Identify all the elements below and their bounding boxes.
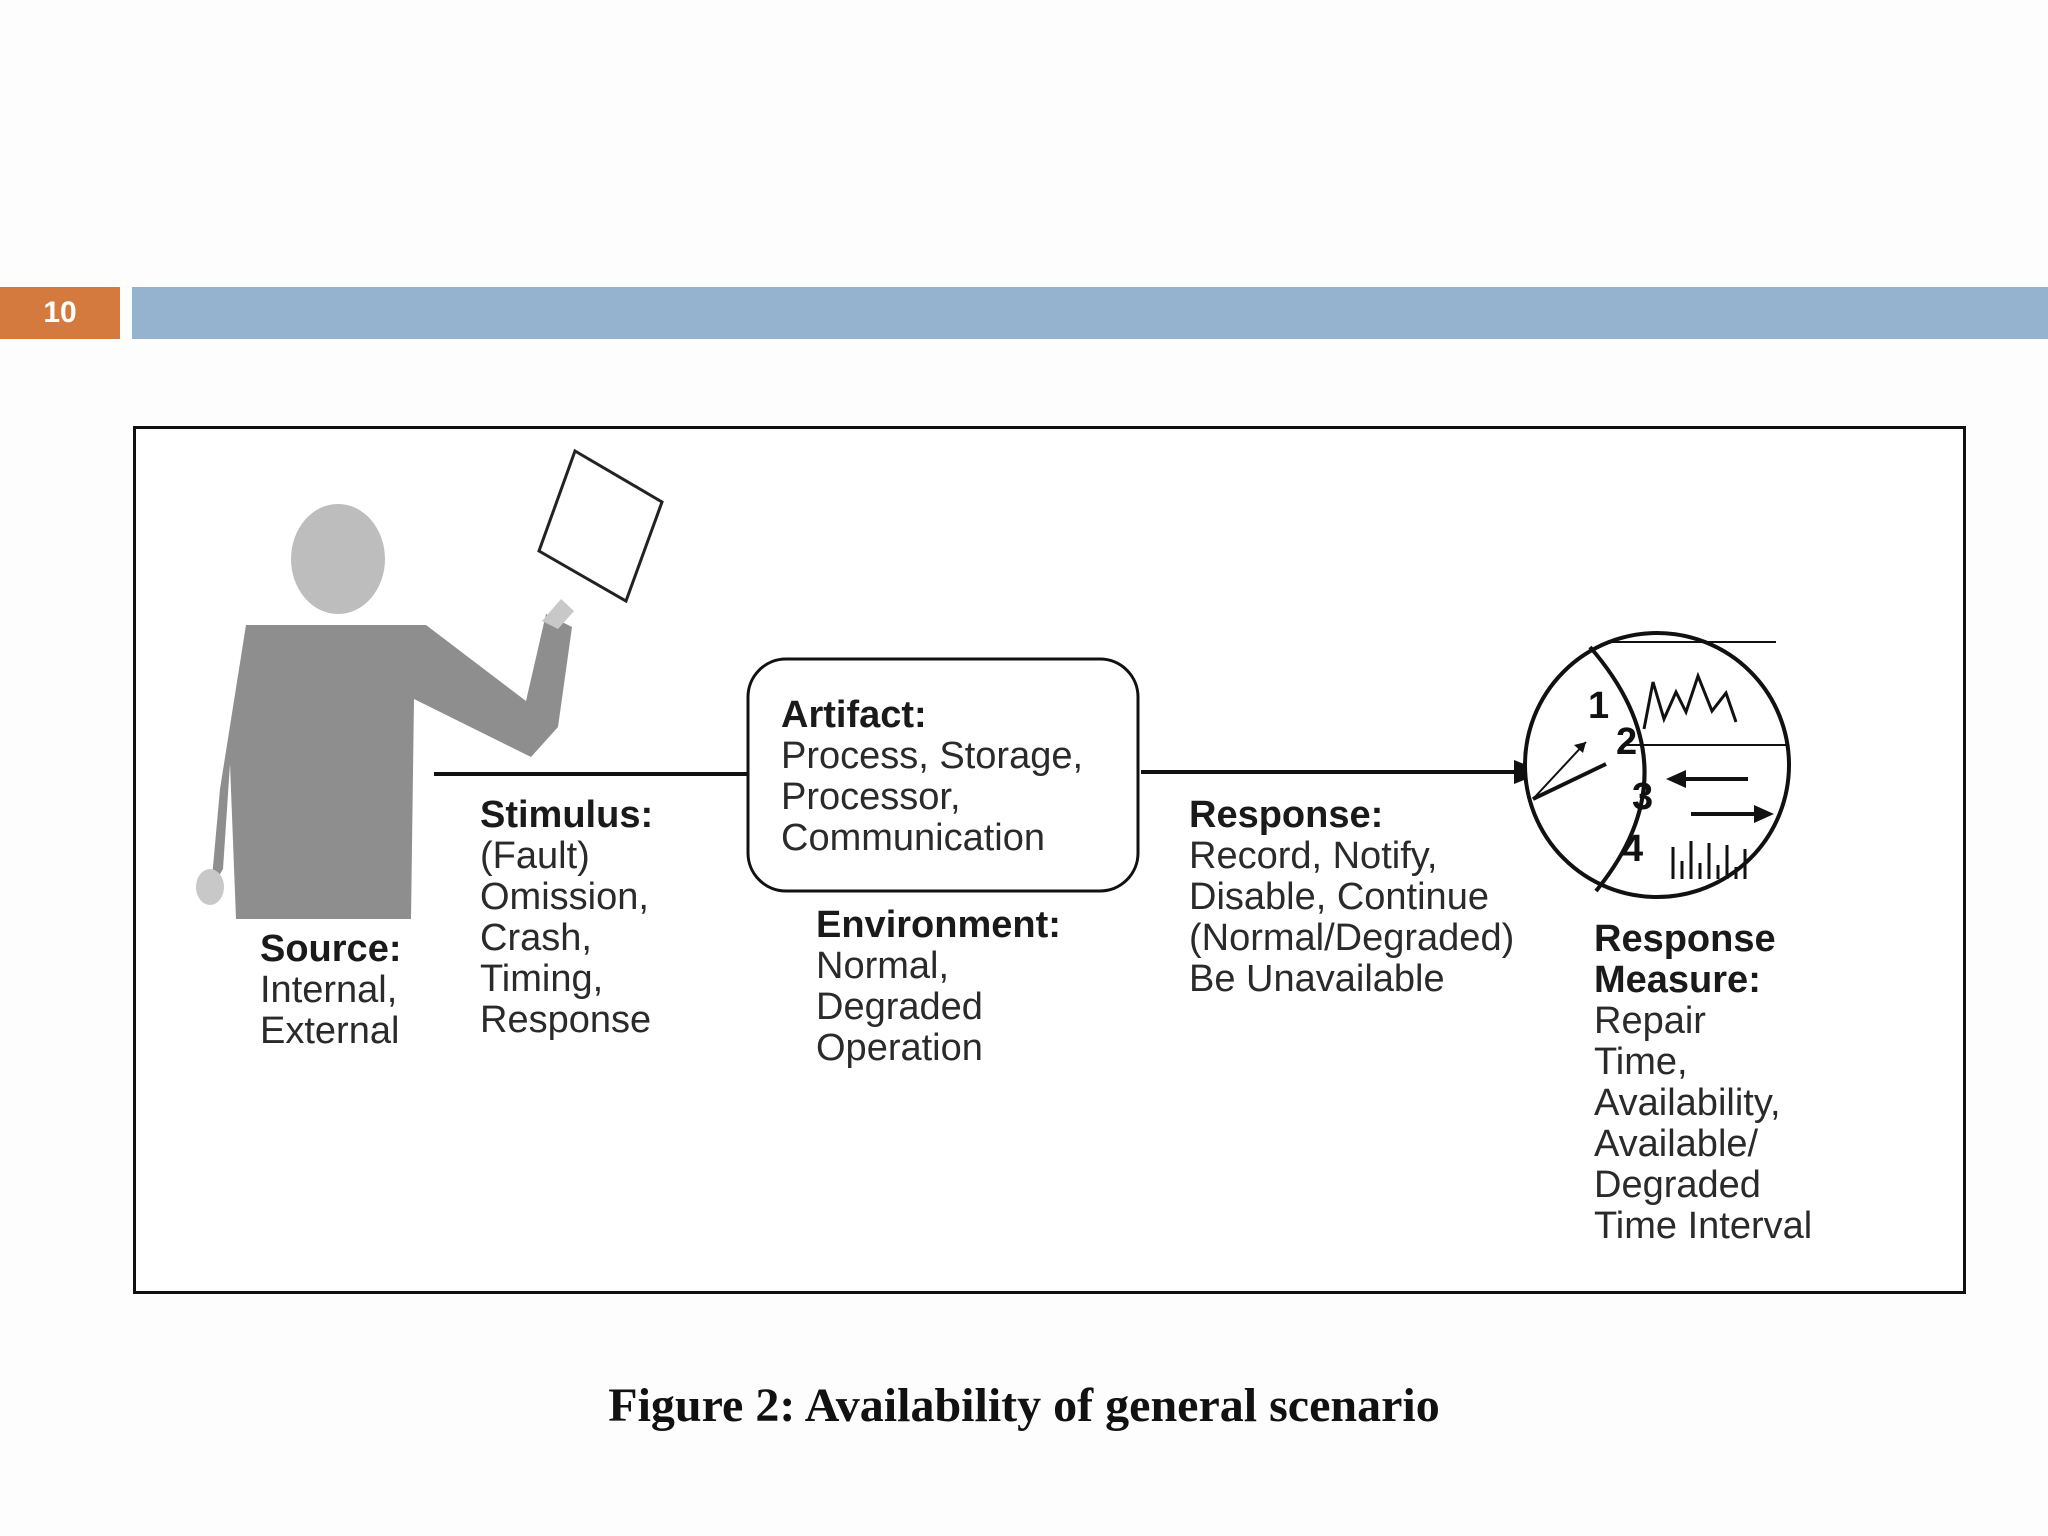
- stimulus-line: Timing,: [480, 958, 604, 1000]
- response-measure-heading-2: Measure:: [1594, 959, 1761, 1001]
- response-arrow: [1141, 760, 1544, 784]
- environment-heading: Environment:: [816, 904, 1061, 946]
- diagram-graphics: 1 2 3 4: [196, 448, 1791, 919]
- artifact-line: Process, Storage,: [781, 735, 1084, 777]
- stimulus-label: Stimulus: (Fault) Omission, Crash, Timin…: [480, 795, 653, 1041]
- artifact-line: Communication: [781, 817, 1045, 859]
- environment-line: Operation: [816, 1027, 983, 1069]
- dial-number-2: 2: [1616, 721, 1637, 763]
- response-line: Disable, Continue: [1189, 876, 1489, 918]
- source-label: Source: Internal, External: [260, 929, 401, 1052]
- environment-label: Environment: Normal, Degraded Operation: [816, 905, 1061, 1069]
- artifact-heading: Artifact:: [781, 694, 927, 736]
- source-heading: Source:: [260, 928, 402, 970]
- stimulus-heading: Stimulus:: [480, 794, 654, 836]
- response-line: Be Unavailable: [1189, 958, 1445, 1000]
- response-measure-line: Repair: [1594, 1000, 1706, 1042]
- artifact-box: [746, 657, 1140, 893]
- response-measure-line: Available/: [1594, 1123, 1759, 1165]
- response-line: (Normal/Degraded): [1189, 917, 1515, 959]
- response-label: Response: Record, Notify, Disable, Conti…: [1189, 795, 1514, 1000]
- figure-caption: Figure 2: Availability of general scenar…: [608, 1379, 1440, 1432]
- measurement-dial-icon: 1 2 3 4: [1523, 631, 1791, 899]
- response-measure-line: Time,: [1594, 1041, 1688, 1083]
- artifact-line: Processor,: [781, 776, 961, 818]
- dial-number-1: 1: [1588, 685, 1609, 727]
- dial-number-4: 4: [1622, 828, 1643, 870]
- source-line: Internal,: [260, 969, 398, 1011]
- environment-line: Normal,: [816, 945, 950, 987]
- source-line: External: [260, 1010, 400, 1052]
- response-measure-line: Time Interval: [1594, 1205, 1813, 1247]
- response-measure-heading: Response: [1594, 918, 1776, 960]
- slide-number: 10: [0, 287, 120, 339]
- response-heading: Response:: [1189, 794, 1384, 836]
- artifact-label: Artifact: Process, Storage, Processor, C…: [781, 695, 1083, 859]
- person-icon: [196, 504, 574, 919]
- dial-number-3: 3: [1632, 776, 1653, 818]
- stimulus-line: Crash,: [480, 917, 592, 959]
- stimulus-line: (Fault): [480, 835, 590, 877]
- response-measure-line: Availability,: [1594, 1082, 1781, 1124]
- diagram-frame: 1 2 3 4 Source: Internal, External Stimu…: [133, 426, 1966, 1294]
- stimulus-line: Response: [480, 999, 652, 1041]
- document-icon: [537, 448, 664, 604]
- response-measure-line: Degraded: [1594, 1164, 1761, 1206]
- response-measure-label: Response Measure: Repair Time, Availabil…: [1594, 919, 1812, 1247]
- response-line: Record, Notify,: [1189, 835, 1438, 877]
- header-bar: [132, 287, 2048, 339]
- environment-line: Degraded: [816, 986, 983, 1028]
- stimulus-line: Omission,: [480, 876, 649, 918]
